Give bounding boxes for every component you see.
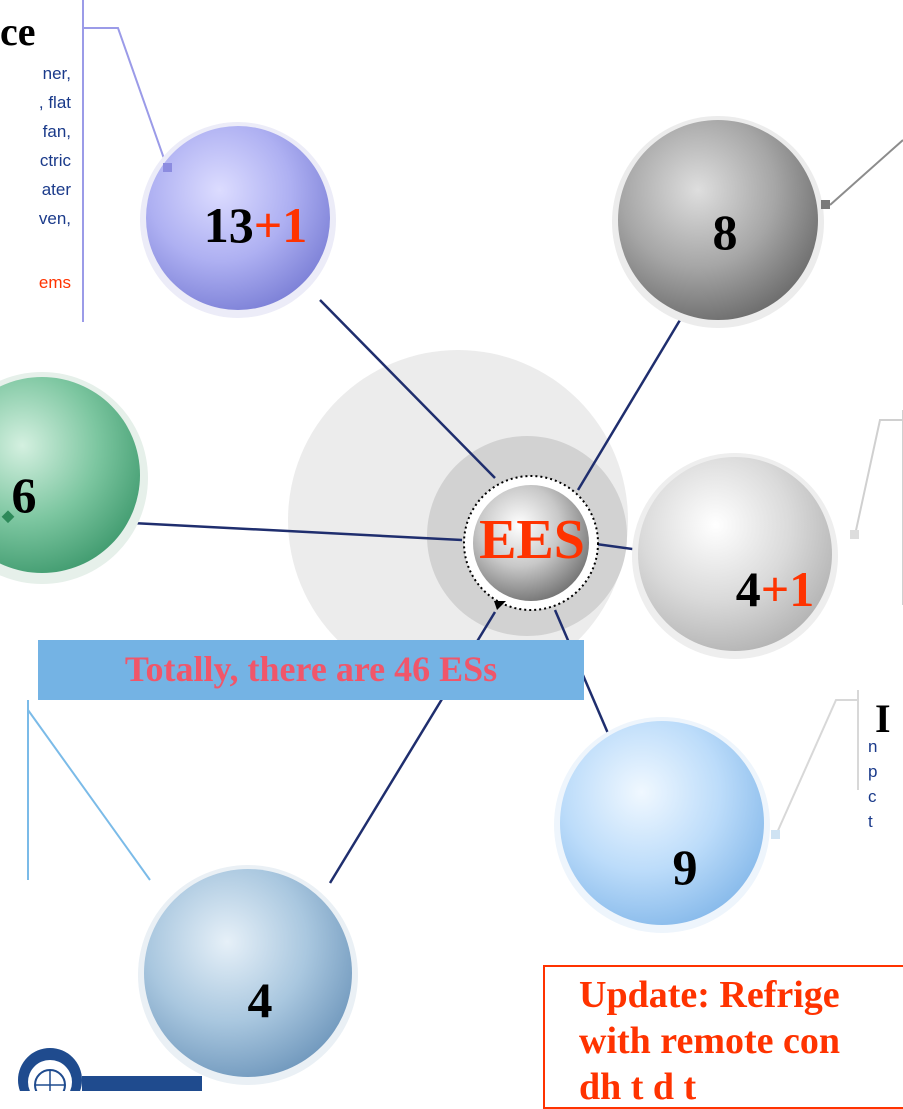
text-line: ven, (38, 209, 71, 228)
top-left-heading: ce (0, 9, 36, 54)
line-lightblue-center (553, 609, 615, 746)
callout-marker-gray (821, 200, 830, 209)
line-green-center (131, 521, 463, 542)
node-steelblue-label: 4 (247, 972, 273, 1028)
text-line: t (868, 812, 873, 831)
text-line: c (868, 787, 877, 806)
sphere-silver (638, 457, 832, 651)
callout-lightblue (775, 699, 858, 836)
node-green-label: 6 (11, 467, 37, 523)
callout-marker-purple (163, 163, 172, 172)
callout-gray (829, 139, 903, 206)
text-line: , flat (38, 93, 71, 112)
update-line-1: Update: Refrige (579, 974, 840, 1016)
callout-marker-lightblue (771, 830, 780, 839)
callout-steelblue (27, 709, 151, 881)
right-panel-heading: I (875, 696, 891, 741)
update-box: Update: Refrige with remote con dh t d t (543, 965, 903, 1109)
node-purple-base: 13 (203, 197, 254, 253)
callout-marker-silver (850, 530, 859, 539)
node-center-label: EES (479, 509, 585, 571)
line-purple-center (319, 299, 496, 479)
center-dotted-ring (463, 475, 599, 611)
text-line: ater (41, 180, 71, 199)
callout-silver (854, 419, 903, 536)
node-lightblue-label: 9 (672, 839, 698, 895)
update-line-2: with remote con (579, 1020, 841, 1062)
text-note: ems (38, 273, 71, 292)
text-line: ner, (42, 64, 71, 83)
sphere-steelblue (144, 869, 352, 1077)
total-banner-text: Totally, there are 46 ESs (124, 649, 498, 689)
update-line-3: dh t d t (579, 1066, 697, 1108)
sphere-purple (146, 126, 330, 310)
node-purple-label: 13+1 (168, 200, 343, 250)
total-banner (38, 640, 584, 700)
node-silver-label: 4+1 (700, 564, 850, 614)
sphere-gray (618, 120, 818, 320)
logo-bar (82, 1076, 202, 1091)
text-line: fan, (42, 122, 71, 141)
sphere-green (0, 377, 140, 573)
center-sphere (473, 485, 589, 601)
text-line: ctric (39, 151, 71, 170)
text-line: n (868, 737, 878, 756)
node-gray-label: 8 (712, 204, 738, 260)
node-silver-base: 4 (735, 561, 761, 617)
text-line: p (868, 762, 878, 781)
center-arrow-icon (494, 601, 506, 610)
node-purple-plus: +1 (253, 197, 308, 253)
line-gray-center (576, 319, 682, 491)
callout-purple (83, 27, 169, 171)
sphere-lightblue (560, 721, 764, 925)
node-silver-plus: +1 (760, 561, 815, 617)
